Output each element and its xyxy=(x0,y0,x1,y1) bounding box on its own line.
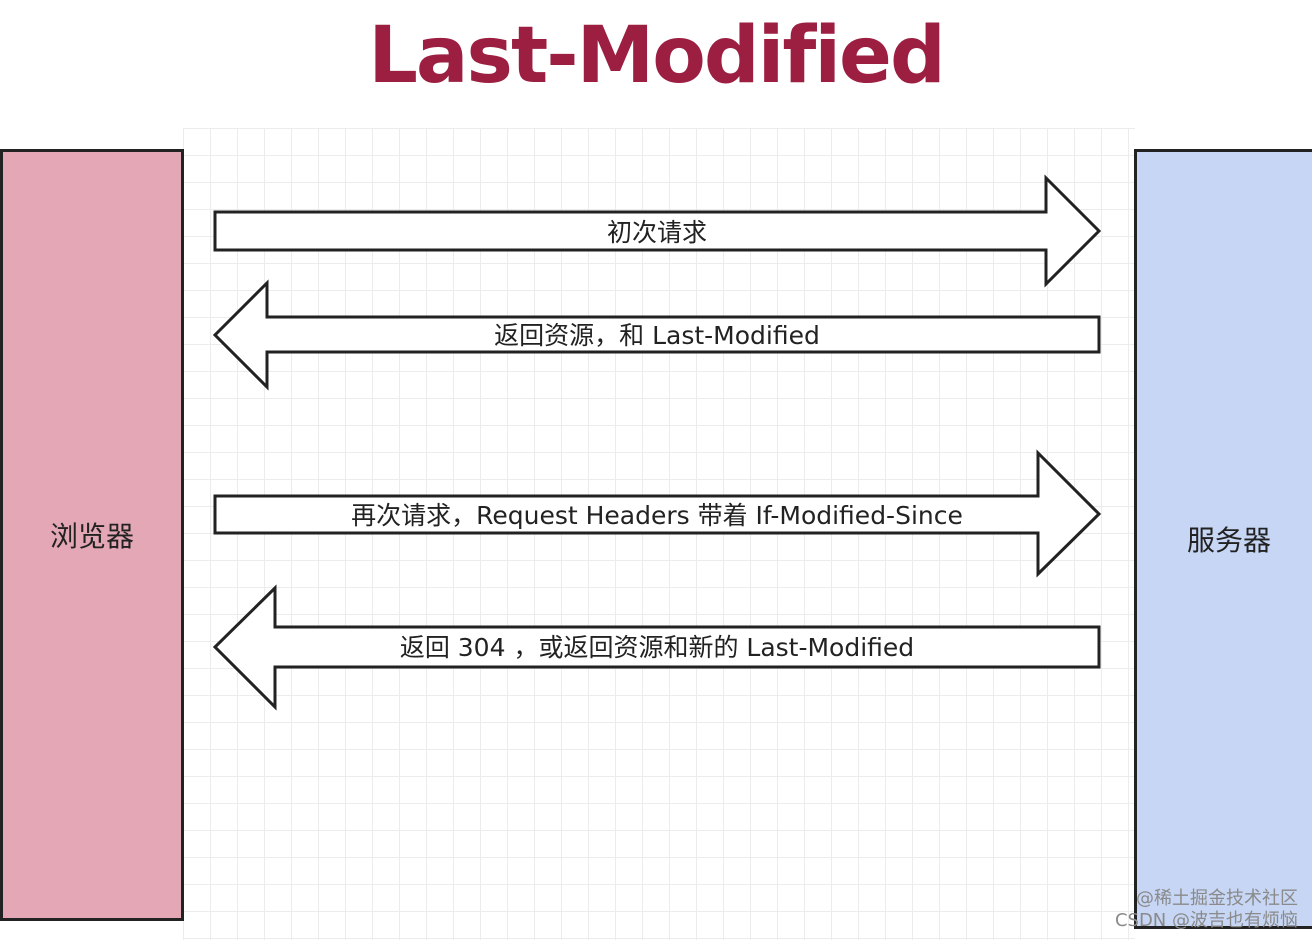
arrow-label-return-304: 返回 304 ，或返回资源和新的 Last-Modified xyxy=(400,633,914,662)
arrow-shape-left xyxy=(212,279,1101,391)
server-box: 服务器 xyxy=(1134,149,1312,929)
arrow-label-initial-request: 初次请求 xyxy=(607,218,707,247)
arrow-second-request: 再次请求，Request Headers 带着 If-Modified-Sinc… xyxy=(213,449,1102,578)
browser-label: 浏览器 xyxy=(49,520,134,553)
arrow-return-resource: 返回资源，和 Last-Modified xyxy=(212,279,1101,391)
arrow-shape-right xyxy=(213,174,1102,288)
arrow-label-return-resource: 返回资源，和 Last-Modified xyxy=(494,321,820,350)
arrow-shape-right xyxy=(213,449,1102,578)
diagram-title: Last-Modified xyxy=(368,11,946,101)
arrow-return-304: 返回 304 ，或返回资源和新的 Last-Modified xyxy=(212,584,1101,711)
browser-box: 浏览器 xyxy=(0,149,184,921)
server-label: 服务器 xyxy=(1186,524,1271,557)
arrow-shape-left xyxy=(212,584,1101,711)
watermark: @稀土掘金技术社区 CSDN @波吉也有烦恼 xyxy=(1115,888,1298,932)
arrow-label-second-request: 再次请求，Request Headers 带着 If-Modified-Sinc… xyxy=(351,501,963,530)
arrow-initial-request: 初次请求 xyxy=(213,174,1102,288)
watermark-line-2: CSDN @波吉也有烦恼 xyxy=(1114,910,1298,931)
watermark-line-1: @稀土掘金技术社区 xyxy=(1136,888,1298,909)
